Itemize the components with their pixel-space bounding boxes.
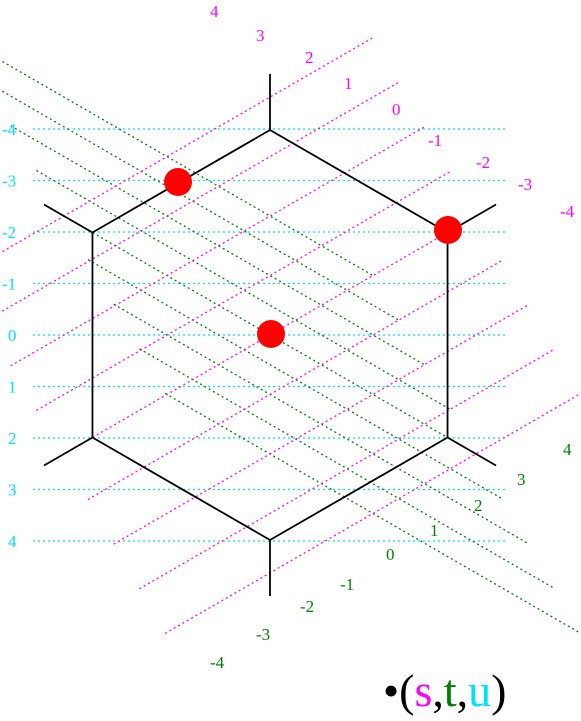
s-label: -4 <box>560 202 575 221</box>
u-label: -2 <box>2 223 16 242</box>
legend-u: u <box>468 665 491 716</box>
s-label: 3 <box>256 26 265 45</box>
point-top-left <box>164 168 192 196</box>
s-label: -3 <box>518 175 532 194</box>
u-label: -1 <box>2 275 16 294</box>
t-line <box>0 59 376 278</box>
point-center <box>257 320 285 348</box>
t-label: 0 <box>386 545 395 564</box>
legend-s: s <box>414 665 432 716</box>
u-label: 2 <box>8 429 17 448</box>
u-label: 4 <box>8 532 17 551</box>
s-line <box>0 80 401 314</box>
u-label: -4 <box>2 120 17 139</box>
s-label: -2 <box>476 153 490 172</box>
vertex-spoke <box>447 436 497 467</box>
legend-comma-2: , <box>457 665 469 716</box>
s-line <box>0 36 376 254</box>
vertex-spoke <box>43 436 93 467</box>
line-labels: -4 -3 -2 -1 0 1 2 3 4 4 3 2 1 0 -1 -2 -3 -4 -4 -3 -2 -1 0 1 2 3 4 <box>2 2 575 672</box>
t-label: 2 <box>474 496 483 515</box>
t-label: 4 <box>563 440 572 459</box>
u-label: 3 <box>8 481 17 500</box>
vertex-spoke <box>43 203 93 234</box>
legend-open-paren: ( <box>399 665 414 716</box>
u-label: 0 <box>8 326 17 345</box>
t-label: -1 <box>340 575 354 594</box>
s-label: 2 <box>305 48 314 67</box>
s-label: 1 <box>344 74 353 93</box>
t-line <box>0 89 401 322</box>
u-label: -3 <box>2 172 16 191</box>
legend-t: t <box>444 665 457 716</box>
point-right <box>434 216 462 244</box>
s-label: 4 <box>210 2 219 21</box>
legend-bullet: • <box>383 665 399 716</box>
coordinate-legend: •(s,t,u) <box>383 665 506 716</box>
t-label: -3 <box>256 625 270 644</box>
u-label: 1 <box>8 378 17 397</box>
s-label: -1 <box>428 131 442 150</box>
t-label: 1 <box>430 521 439 540</box>
t-label: -2 <box>300 597 314 616</box>
t-label: -4 <box>210 653 225 672</box>
s-label: 0 <box>392 100 401 119</box>
legend-close-paren: ) <box>491 665 506 716</box>
marked-points <box>164 168 462 348</box>
legend-comma-1: , <box>432 665 444 716</box>
t-label: 3 <box>517 470 526 489</box>
